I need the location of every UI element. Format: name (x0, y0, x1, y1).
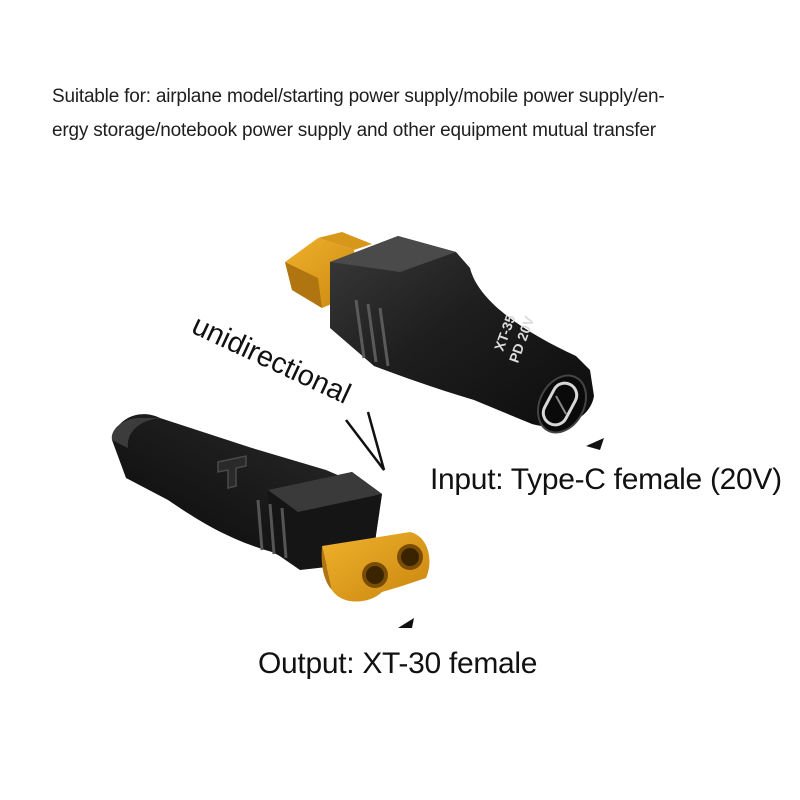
direction-emboss-icon (217, 455, 247, 489)
xt30-female-socket (321, 532, 430, 602)
usage-caption: Suitable for: airplane model/starting po… (52, 80, 772, 148)
output-pointer-icon (398, 618, 414, 628)
input-pointer-icon (586, 438, 604, 450)
grip-ribs-bottom (256, 499, 288, 559)
usage-caption-line-1: Suitable for: airplane model/starting po… (52, 86, 665, 107)
grip-ribs-top (354, 299, 390, 367)
adapter-typec-input: XT-35 PD 20V (285, 232, 594, 434)
adapter-body-top (330, 236, 594, 427)
adapter-xt30-output (111, 414, 430, 602)
usage-caption-line-2: ergy storage/notebook power supply and o… (52, 120, 656, 141)
output-label: Output: XT-30 female (258, 647, 538, 680)
input-label: Input: Type-C female (20V) (430, 463, 782, 496)
typec-port (537, 374, 587, 434)
direction-arrow-line (345, 411, 386, 471)
